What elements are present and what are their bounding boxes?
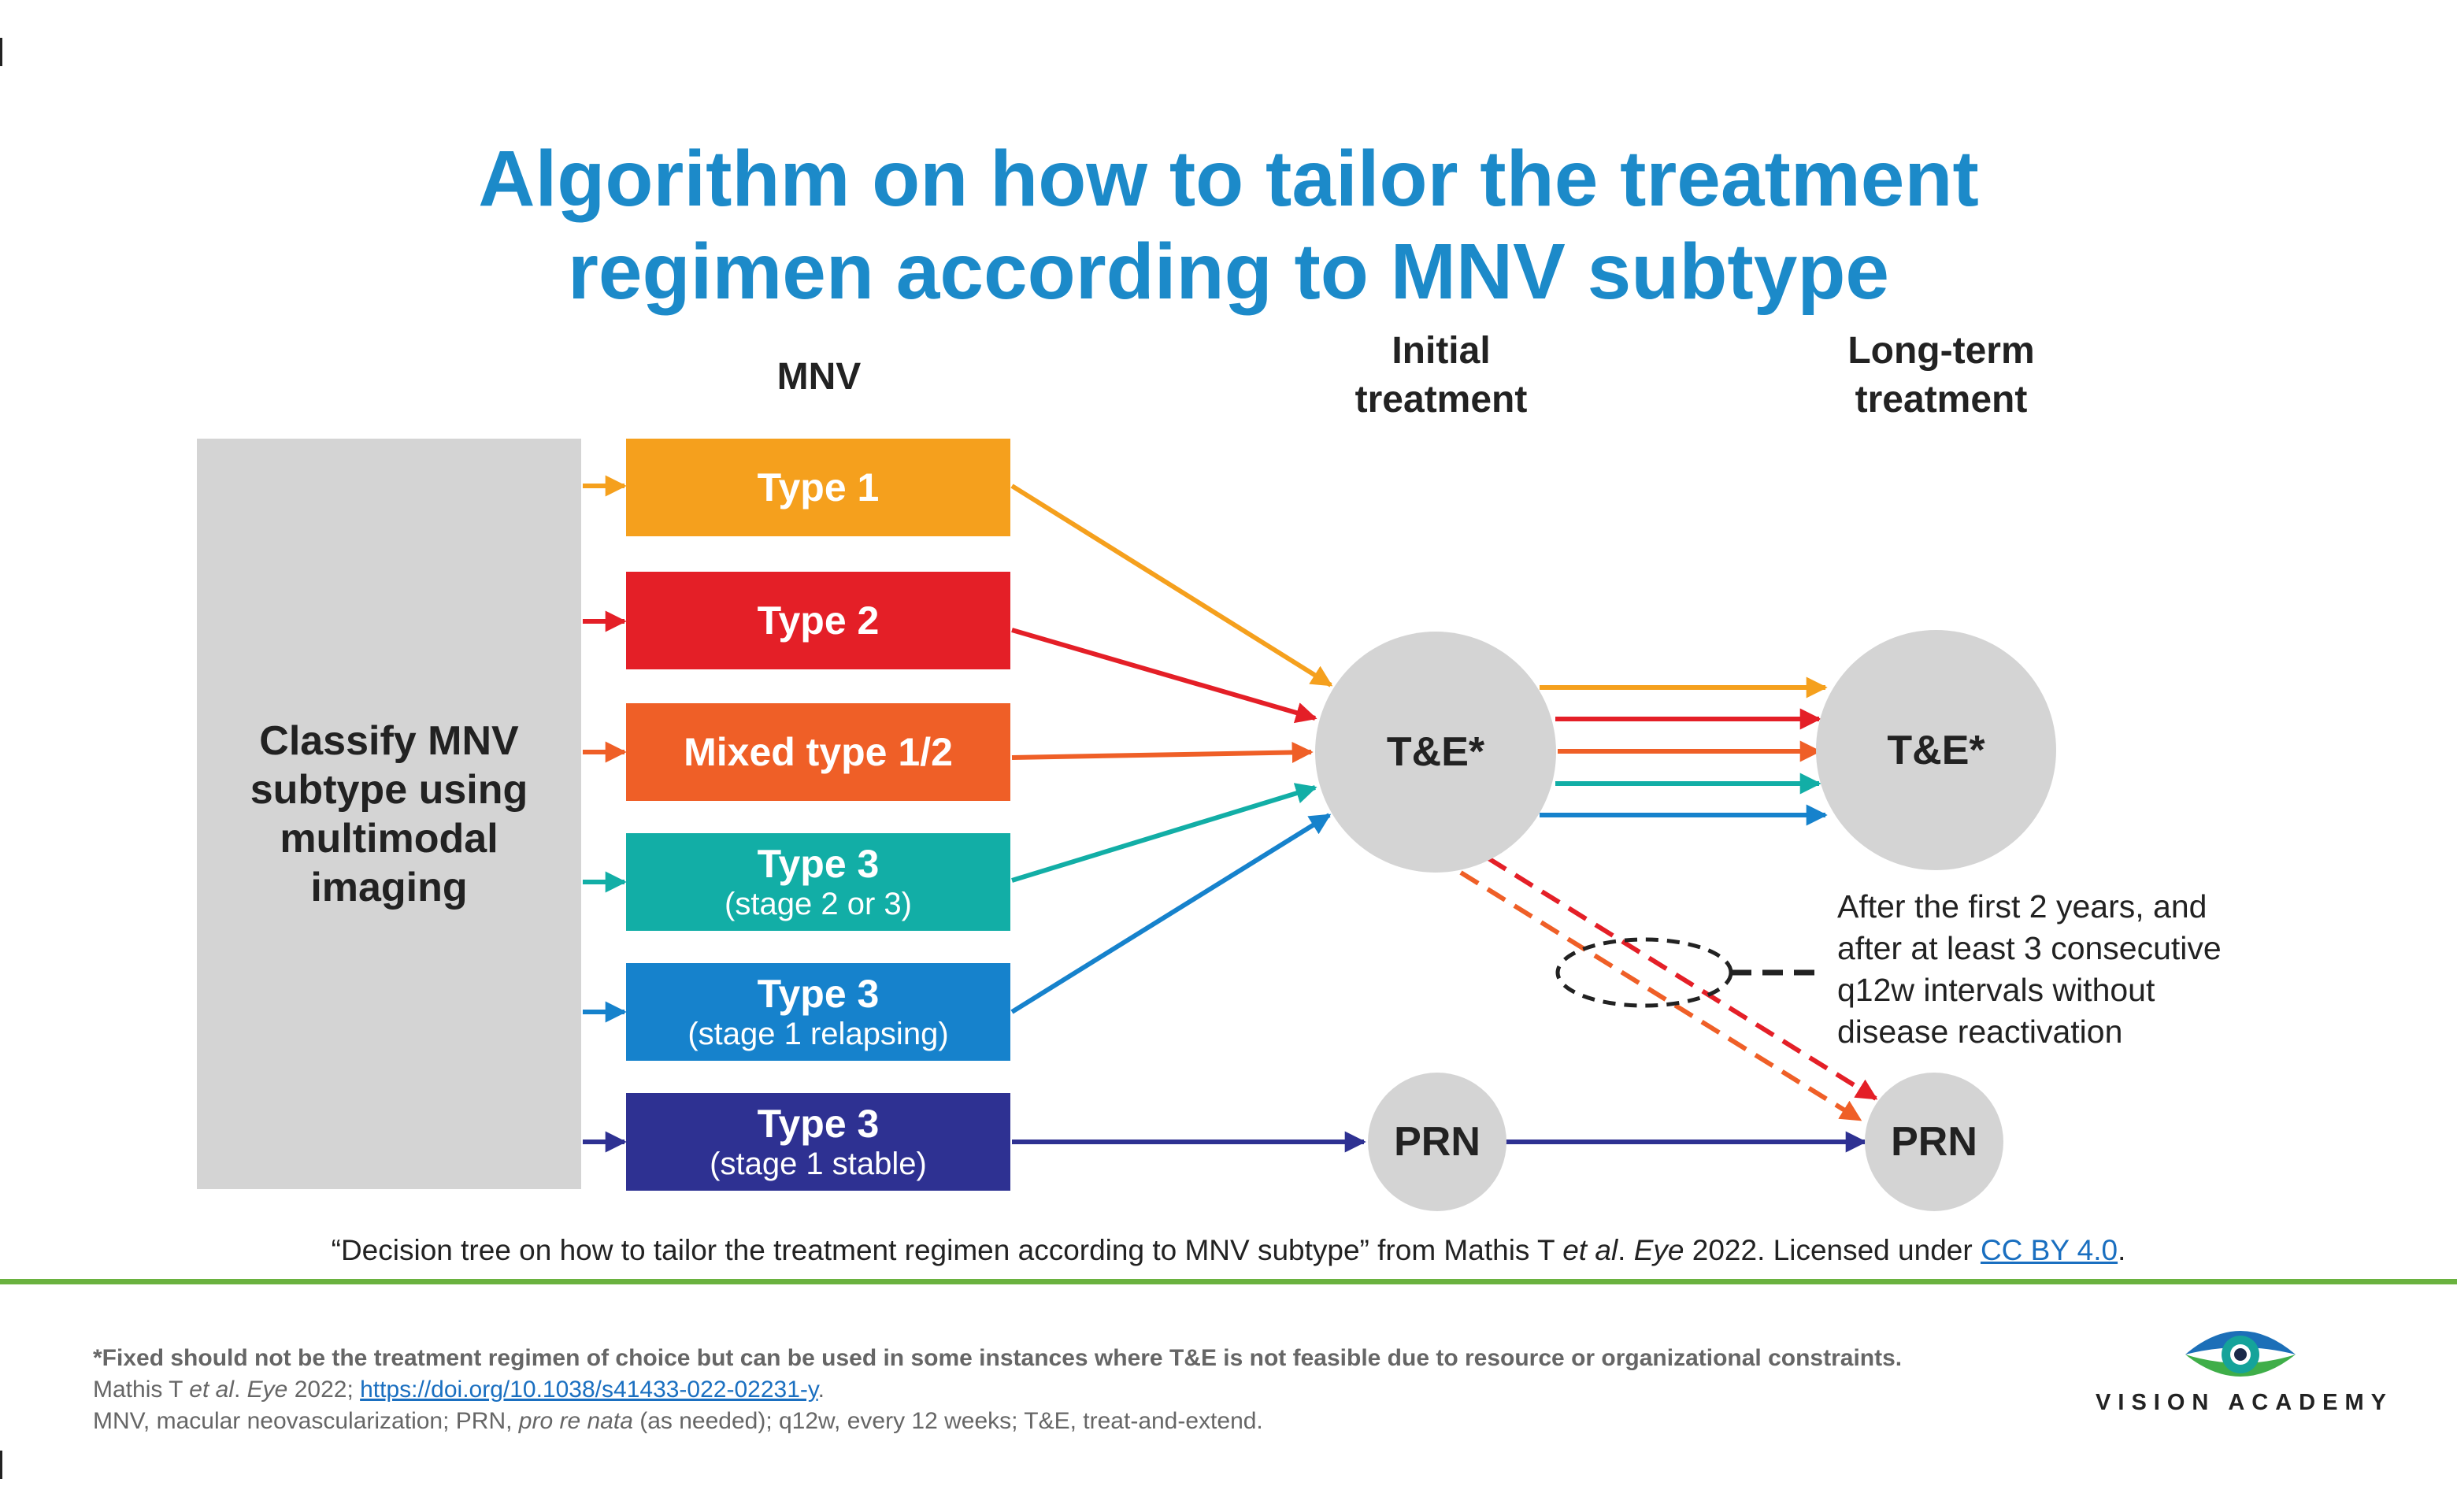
abbreviations-line: MNV, macular neovascularization; PRN, pr…	[93, 1406, 2140, 1437]
edge-marker-bottom	[0, 1451, 2, 1479]
mnv-type-1-label: Type 1	[757, 465, 880, 510]
page-title: Algorithm on how to tailor the treatment…	[0, 132, 2457, 318]
mnv-type-3-stage23-sub: (stage 2 or 3)	[724, 887, 912, 921]
arrow-mixed-initial-te	[1011, 741, 1314, 763]
license-link[interactable]: CC BY 4.0	[1980, 1234, 2118, 1266]
classify-line-1: Classify MNV	[259, 717, 519, 764]
doi-link[interactable]: https://doi.org/10.1038/s41433-022-02231…	[360, 1377, 818, 1403]
classify-line-4: imaging	[310, 864, 468, 910]
mnv-type-3-stable-box: Type 3 (stage 1 stable)	[626, 1093, 1010, 1191]
caption-etal: et al	[1562, 1234, 1618, 1266]
reference-end: .	[817, 1377, 825, 1403]
initial-te-node: T&E*	[1315, 632, 1556, 873]
note-line-3: q12w intervals without	[1837, 972, 2155, 1008]
caption-suffix: 2022. Licensed under	[1684, 1234, 1981, 1266]
header-longterm-line-1: Long-term	[1847, 330, 2035, 372]
caption-mid: .	[1618, 1234, 1634, 1266]
caption-prefix: “Decision tree on how to tailor the trea…	[331, 1234, 1563, 1266]
note-line-1: After the first 2 years, and	[1837, 888, 2207, 925]
reference-etal: et al	[189, 1377, 234, 1403]
header-longterm-treatment: Long-term treatment	[1784, 327, 2099, 424]
longterm-te-node: T&E*	[1816, 630, 2056, 870]
mnv-type-2-label: Type 2	[757, 598, 880, 643]
mnv-type-3-stage23-label: Type 3	[757, 842, 880, 886]
header-initial-treatment: Initial treatment	[1292, 327, 1591, 424]
header-initial-line-2: treatment	[1354, 379, 1528, 421]
mnv-type-2-box: Type 2	[626, 572, 1010, 669]
footnotes: *Fixed should not be the treatment regim…	[93, 1343, 2140, 1437]
header-longterm-line-2: treatment	[1855, 379, 2028, 421]
caption-end: .	[2118, 1234, 2126, 1266]
classify-line-3: multimodal	[280, 815, 498, 862]
caption-journal: Eye	[1633, 1234, 1684, 1266]
classify-line-2: subtype using	[250, 766, 528, 813]
header-mnv: MNV	[776, 356, 862, 398]
note-line-2: after at least 3 consecutive	[1837, 930, 2222, 966]
initial-prn-node: PRN	[1368, 1073, 1506, 1211]
mnv-type-3-stable-sub: (stage 1 stable)	[710, 1147, 927, 1181]
mnv-type-3-relapsing-label: Type 3	[757, 972, 880, 1016]
title-line-2: regimen according to MNV subtype	[567, 228, 1890, 316]
title-line-1: Algorithm on how to tailor the treatment	[478, 135, 1979, 223]
mnv-type-3-relapsing-sub: (stage 1 relapsing)	[687, 1017, 949, 1051]
edge-marker-top	[0, 38, 2, 66]
arrow-type3a-initial-te	[1011, 783, 1317, 883]
footnote-fixed: *Fixed should not be the treatment regim…	[93, 1345, 1903, 1371]
abbrev-part-2: (as needed); q12w, every 12 weeks; T&E, …	[632, 1408, 1263, 1434]
figure-caption: “Decision tree on how to tailor the trea…	[0, 1234, 2457, 1267]
reference-line: Mathis T et al. Eye 2022; https://doi.or…	[93, 1374, 2140, 1406]
dashed-arrow-orange	[1459, 870, 1862, 1122]
abbrev-part-1: MNV, macular neovascularization; PRN,	[93, 1408, 519, 1434]
mnv-type-3-relapsing-box: Type 3 (stage 1 relapsing)	[626, 963, 1010, 1061]
note-line-4: disease reactivation	[1837, 1014, 2123, 1050]
reference-mid: .	[234, 1377, 247, 1403]
transition-note: After the first 2 years, and after at le…	[1837, 886, 2341, 1053]
vision-academy-logo-text: VISION ACADEMY	[2096, 1390, 2393, 1415]
vision-academy-eye-icon	[2185, 1331, 2296, 1377]
mnv-type-1-box: Type 1	[626, 439, 1010, 536]
arrow-type1-initial-te	[1010, 484, 1333, 687]
mnv-type-3-stage23-box: Type 3 (stage 2 or 3)	[626, 833, 1010, 931]
abbrev-italic: pro re nata	[518, 1408, 633, 1434]
dashed-arrow-red	[1487, 856, 1878, 1101]
mnv-type-3-stable-label: Type 3	[757, 1102, 880, 1146]
arrow-type3b-initial-te	[1010, 813, 1332, 1014]
header-initial-line-1: Initial	[1392, 330, 1491, 372]
longterm-prn-node: PRN	[1865, 1073, 2003, 1211]
green-divider	[0, 1279, 2457, 1284]
arrow-type2-initial-te	[1011, 628, 1317, 724]
reference-journal: Eye	[246, 1377, 288, 1403]
dashed-ellipse	[1555, 937, 1733, 1008]
reference-prefix: Mathis T	[93, 1377, 190, 1403]
reference-year: 2022;	[287, 1377, 361, 1403]
mnv-mixed-box: Mixed type 1/2	[626, 703, 1010, 801]
mnv-mixed-label: Mixed type 1/2	[684, 730, 953, 774]
classify-box: Classify MNV subtype using multimodal im…	[197, 439, 581, 1189]
